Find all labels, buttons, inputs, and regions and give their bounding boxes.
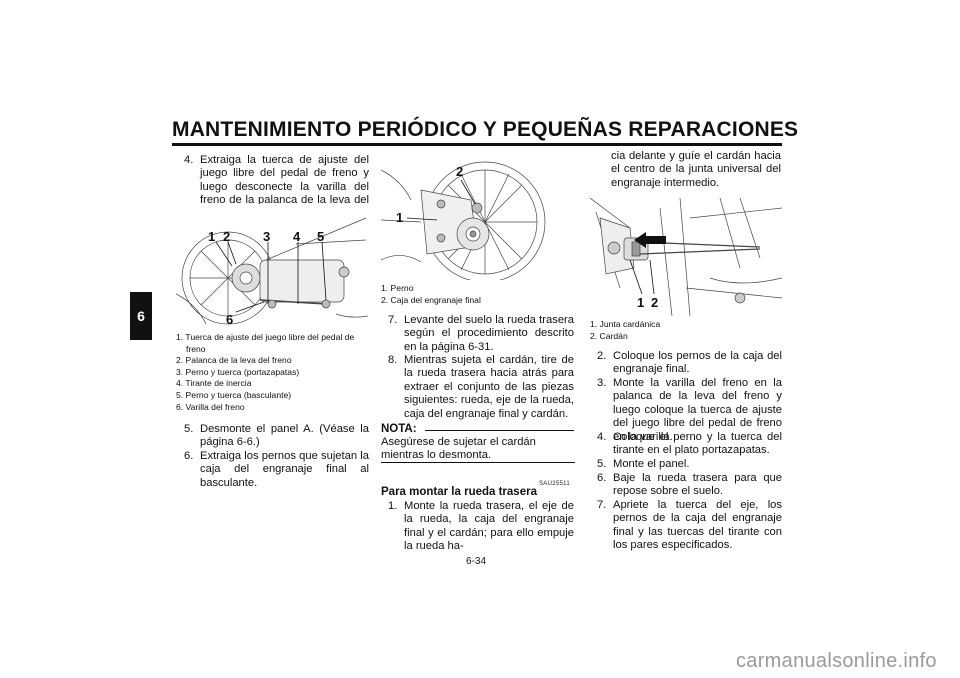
step-number: 5. <box>184 423 194 435</box>
note-label: NOTA: <box>381 423 417 435</box>
page-number: 6-34 <box>466 556 487 567</box>
step-text: Levante del suelo la rueda trasera según… <box>404 314 574 353</box>
caption-line: 2. Palanca de la leva del freno <box>176 355 292 366</box>
figure-final-gear-case: 1 2 <box>381 150 573 280</box>
step-number: 4. <box>597 431 607 443</box>
note-rule-bottom <box>381 462 575 463</box>
figure-label: 4 <box>293 229 301 244</box>
figure-label: 2 <box>223 229 231 244</box>
step-7-install: 7. Apriete la tuerca del eje, los pernos… <box>597 499 782 553</box>
step-text: Mientras sujeta el cardán, tire de la ru… <box>404 354 574 420</box>
step-text: Extraiga la tuerca de ajuste del juego l… <box>200 154 369 220</box>
caption-line: 3. Perno y tuerca (portazapatas) <box>176 366 300 377</box>
step-3: 3. Monte la varilla del freno en la pala… <box>597 377 782 444</box>
step-number: 2. <box>597 350 607 362</box>
figure-label: 5 <box>317 229 325 244</box>
step-5: 5. Desmonte el panel A. (Véase la página… <box>184 423 369 450</box>
figure-label: 2 <box>651 295 659 310</box>
step-number: 1. <box>388 500 398 512</box>
figure-universal-joint: 1 2 <box>590 198 782 316</box>
caption-line: 4. Tirante de inercia <box>176 378 252 389</box>
step-6: 6. Extraiga los pernos que sujetan la ca… <box>184 450 369 490</box>
caption-line: 6. Varilla del freno <box>176 401 245 412</box>
step-7: 7. Levante del suelo la rueda trasera se… <box>388 314 574 354</box>
step-text: Extraiga los pernos que sujetan la caja … <box>200 450 369 489</box>
watermark: carmanualsonline.info <box>736 650 937 672</box>
step-4: 4. Extraiga la tuerca de ajuste del jueg… <box>184 154 369 221</box>
step-number: 3. <box>597 377 607 389</box>
step-text: Monte la rueda trasera, el eje de la rue… <box>404 500 574 553</box>
title-rule <box>172 143 782 146</box>
step-number: 6. <box>597 472 607 484</box>
chapter-tab: 6 <box>130 292 152 340</box>
caption-line: 5. Perno y tuerca (basculante) <box>176 389 292 400</box>
step-text: Coloque los pernos de la caja del engran… <box>613 350 782 376</box>
figure-label: 1 <box>637 295 645 310</box>
figure-label: 2 <box>456 164 464 179</box>
step-text: Coloque el perno y la tuerca del tirante… <box>613 431 782 457</box>
caption-line: 1. Tuerca de ajuste del juego libre del … <box>176 332 355 342</box>
step-number: 6. <box>184 450 194 462</box>
section-heading: Para montar la rueda trasera <box>381 486 537 498</box>
figure-caption: 1. Tuerca de ajuste del juego libre del … <box>176 332 371 413</box>
figure-label: 1 <box>396 210 404 225</box>
step-text: Monte el panel. <box>613 458 690 470</box>
step-text: Apriete la tuerca del eje, los pernos de… <box>613 499 782 552</box>
step-4-install: 4. Coloque el perno y la tuerca del tira… <box>597 431 782 458</box>
step-1-continued: cia delante y guíe el cardán hacia el ce… <box>595 150 781 190</box>
step-8: 8. Mientras sujeta el cardán, tire de la… <box>388 354 574 421</box>
figure-label: 3 <box>263 229 271 244</box>
reference-code: SAU25511 <box>539 481 570 487</box>
page-title: MANTENIMIENTO PERIÓDICO Y PEQUEÑAS REPAR… <box>172 118 799 141</box>
step-1: 1. Monte la rueda trasera, el eje de la … <box>388 500 574 554</box>
note-rule-top <box>425 430 574 431</box>
step-2: 2. Coloque los pernos de la caja del eng… <box>597 350 782 377</box>
caption-line: 2. Caja del engranaje final <box>381 294 481 305</box>
figure-caption: 1. Perno 2. Caja del engranaje final <box>381 283 576 306</box>
step-text: Desmonte el panel A. (Véase la página 6-… <box>200 423 369 449</box>
step-text: cia delante y guíe el cardán hacia el ce… <box>611 150 781 189</box>
step-number: 5. <box>597 458 607 470</box>
step-number: 7. <box>388 314 398 326</box>
figure-label: 1 <box>208 229 216 244</box>
step-number: 7. <box>597 499 607 511</box>
figure-label: 6 <box>226 312 234 327</box>
step-text: Baje la rueda trasera para que repose so… <box>613 472 782 498</box>
step-text: Monte la varilla del freno en la palanca… <box>613 377 782 443</box>
step-number: 8. <box>388 354 398 366</box>
note-text: Asegúrese de sujetar el cardán mientras … <box>381 436 536 462</box>
step-5-install: 5. Monte el panel. <box>597 458 782 471</box>
figure-brake-rod: 1 2 3 4 5 6 <box>176 204 368 328</box>
caption-line: 1. Junta cardánica <box>590 319 661 329</box>
caption-line: 2. Cardán <box>590 330 628 341</box>
step-6-install: 6. Baje la rueda trasera para que repose… <box>597 472 782 499</box>
caption-line: 1. Perno <box>381 283 414 293</box>
figure-caption: 1. Junta cardánica 2. Cardán <box>590 319 785 342</box>
caption-line: freno <box>186 343 206 354</box>
step-number: 4. <box>184 154 194 166</box>
